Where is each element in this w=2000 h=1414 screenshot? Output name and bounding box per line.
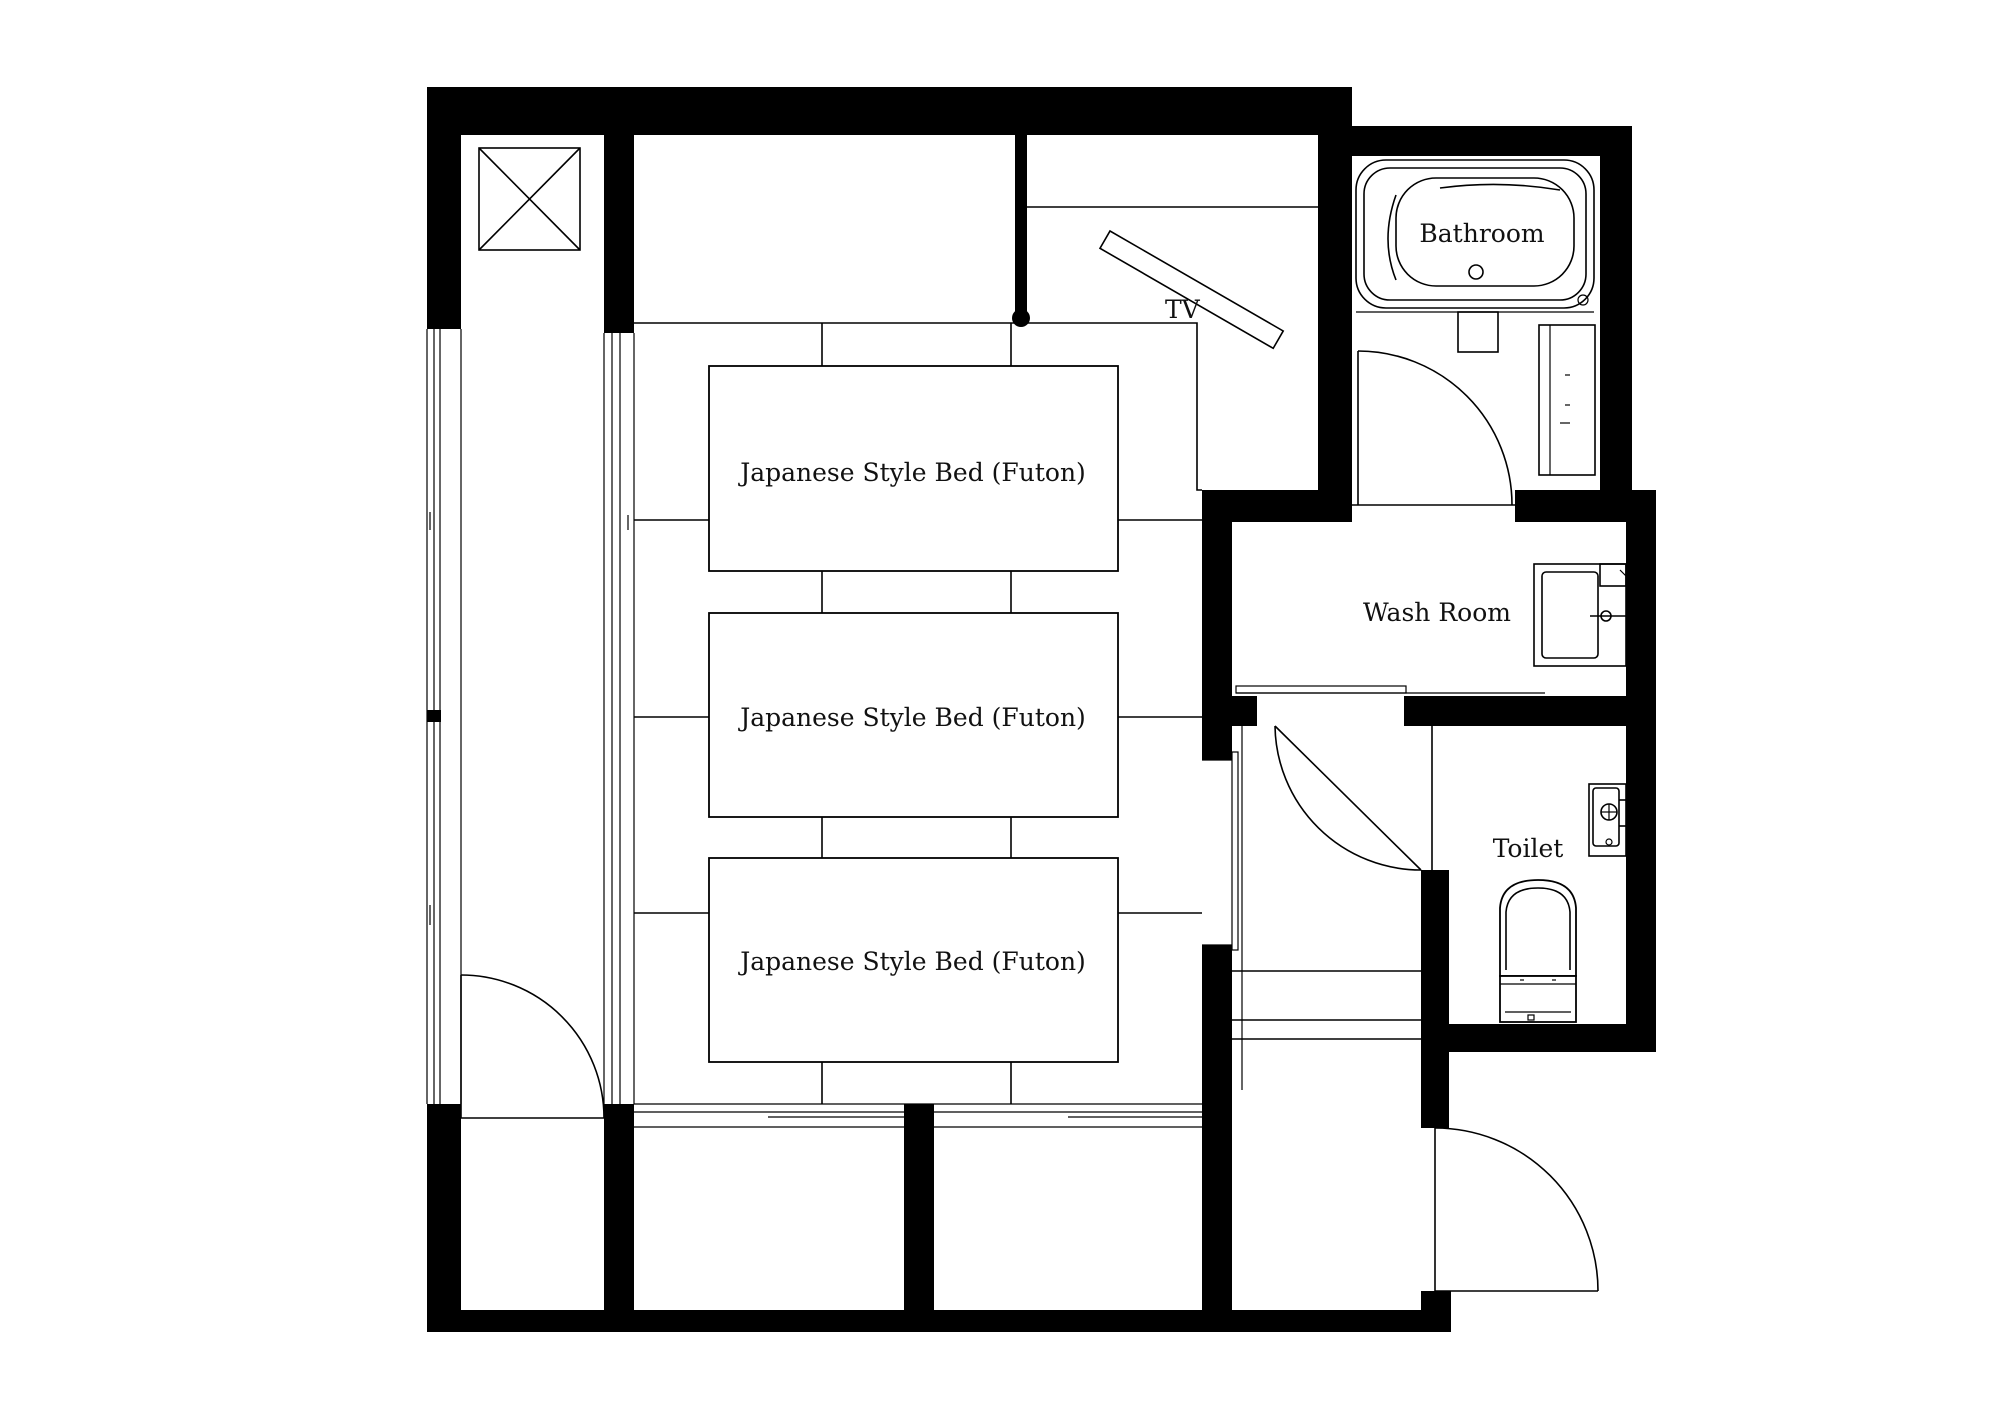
door-toilet (1274, 725, 1422, 871)
bathtub-icon (1355, 159, 1595, 313)
doors (460, 350, 1599, 1292)
label-tv: TV (1165, 295, 1201, 324)
tv-icon (1098, 229, 1285, 350)
label-bed-2: Japanese Style Bed (Futon) (737, 703, 1086, 732)
wall-top-right-stub (1318, 87, 1352, 127)
floor-lines (461, 206, 1515, 1119)
label-wash-room: Wash Room (1363, 598, 1511, 627)
label-bed-1: Japanese Style Bed (Futon) (737, 458, 1086, 487)
wall-closet-divider (904, 1104, 934, 1310)
wall-wash-bottom (1404, 696, 1656, 726)
wall-left-lower (427, 1104, 461, 1332)
wall-bath-left (1318, 126, 1352, 521)
x-box-icon (478, 147, 581, 251)
wall-top (427, 87, 1352, 135)
partition-post (1015, 135, 1027, 317)
wall-mid-left-lower (1202, 945, 1232, 1332)
bath-cabinet-icon (1457, 311, 1596, 476)
wall-bottom (427, 1310, 1451, 1332)
futon-bed-1 (708, 365, 1119, 572)
wall-bottom-right-stub (1421, 1291, 1451, 1332)
wall-mid-left-upper (1202, 490, 1232, 760)
hand-sink-icon (1588, 783, 1627, 857)
wall-toilet-left (1421, 870, 1449, 1128)
wall-divider-upper (604, 135, 634, 333)
toilet-icon (1499, 879, 1577, 1023)
label-bed-3: Japanese Style Bed (Futon) (737, 947, 1086, 976)
label-bathroom: Bathroom (1419, 219, 1544, 248)
walls (427, 87, 1656, 1332)
futon-bed-3 (708, 857, 1119, 1063)
partition-post-end (1012, 309, 1030, 327)
wall-divider-lower (604, 1104, 634, 1332)
wall-wash-bottom-left (1232, 696, 1257, 726)
wall-wash-right (1626, 490, 1656, 1052)
futon-bed-2 (708, 612, 1119, 818)
sink-icon (1533, 563, 1627, 667)
wall-toilet-bottom (1421, 1024, 1656, 1052)
window-mullion (427, 710, 441, 722)
wall-bath-top (1318, 126, 1632, 156)
wall-bath-right (1600, 126, 1632, 522)
label-toilet: Toilet (1493, 834, 1564, 863)
